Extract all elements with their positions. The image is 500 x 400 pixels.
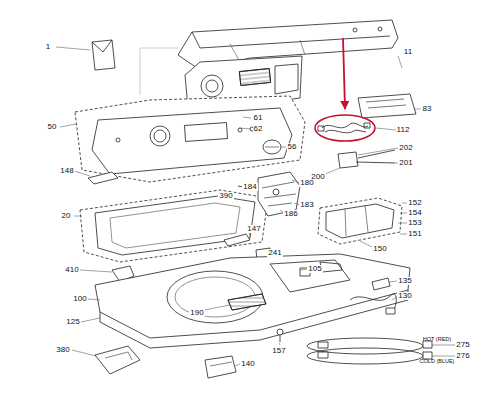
- dispenser-drawer: [318, 198, 402, 244]
- filter: [228, 294, 266, 310]
- callout-number: 100: [72, 295, 87, 303]
- callout-number: 56: [287, 143, 298, 151]
- callout-number: 153: [407, 219, 422, 227]
- hose-tag: COLD (BLUE): [419, 359, 456, 365]
- console: [75, 96, 305, 182]
- highlight-arrow: [343, 38, 345, 109]
- callout-number: 50: [47, 123, 58, 131]
- hinge: [224, 234, 250, 246]
- callout-number: 276: [455, 352, 470, 360]
- callout-number: 83: [422, 105, 433, 113]
- callout-number: 202: [398, 144, 413, 152]
- callout-number: 183: [299, 201, 314, 209]
- manual: [92, 40, 115, 70]
- power-cord: [350, 294, 396, 314]
- callout-number: 105: [307, 265, 322, 273]
- callout-number: 154: [407, 209, 422, 217]
- callout-number: 180: [299, 179, 314, 187]
- callout-number: 157: [271, 347, 286, 355]
- bracket: [205, 356, 236, 378]
- callout-number: 390: [218, 192, 233, 200]
- highlight-circle: [315, 115, 375, 141]
- callout-number: 150: [372, 245, 387, 253]
- knob: [263, 140, 281, 154]
- top-cover: [95, 254, 410, 348]
- lid: [80, 190, 268, 262]
- callout-number: 62: [253, 125, 264, 133]
- callout-number: 140: [240, 360, 255, 368]
- callout-number: 1: [45, 43, 51, 51]
- callout-number: 125: [65, 318, 80, 326]
- callout-number: 241: [267, 249, 282, 257]
- callout-number: 190: [189, 309, 204, 317]
- leader-lines: [56, 47, 455, 366]
- wire-harness: [318, 123, 370, 133]
- callout-number: 61: [253, 114, 264, 122]
- callout-number: 380: [55, 346, 70, 354]
- callout-number: 184: [242, 183, 257, 191]
- callout-number: 147: [246, 225, 261, 233]
- callout-number: 152: [407, 199, 422, 207]
- callout-number: 151: [407, 230, 422, 238]
- callout-number: 186: [283, 210, 298, 218]
- rear-overlay: [358, 94, 416, 118]
- callout-number: 130: [397, 292, 412, 300]
- lid-switch: [338, 150, 395, 168]
- callout-number: 11: [403, 48, 413, 56]
- callout-number: 112: [396, 126, 411, 134]
- callout-number: 201: [398, 159, 413, 167]
- clip: [372, 278, 390, 290]
- inlet-hoses: [307, 338, 432, 364]
- drain-plug: [277, 329, 283, 342]
- callout-number: 275: [455, 341, 470, 349]
- callout-number: 148: [59, 167, 74, 175]
- hinge: [88, 172, 118, 184]
- corner-bracket: [95, 346, 140, 374]
- callout-number: 135: [397, 277, 412, 285]
- hose-tag: HOT (RED): [422, 337, 452, 343]
- callout-number: 410: [64, 266, 79, 274]
- callout-number: 20: [61, 212, 72, 220]
